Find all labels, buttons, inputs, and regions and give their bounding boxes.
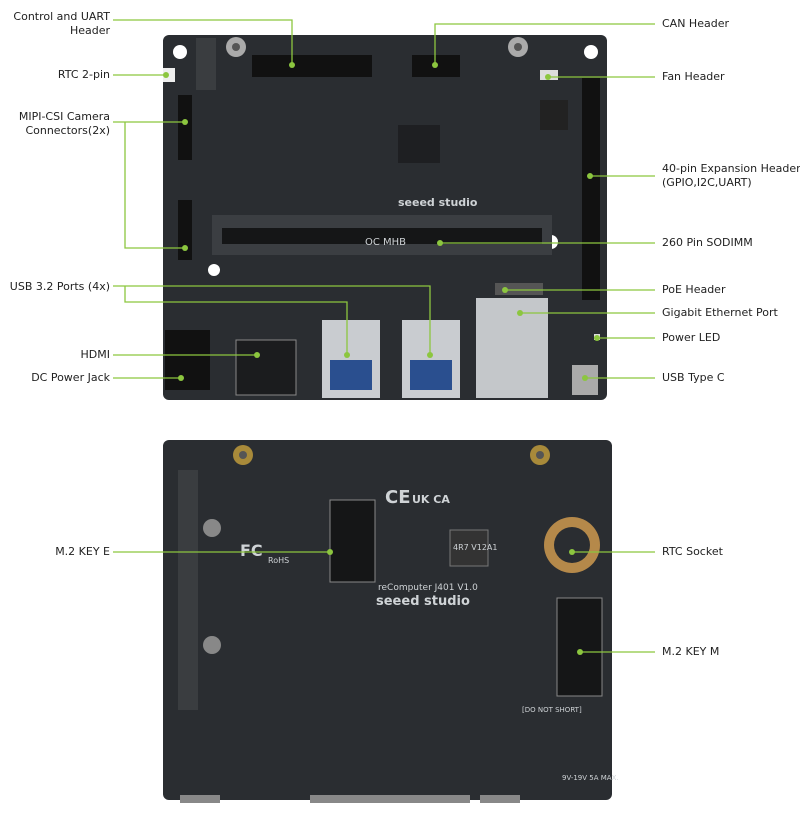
m2-key-e-slot <box>329 499 376 583</box>
m2-key-m-slot <box>556 597 603 697</box>
label-can-header: CAN Header <box>662 17 729 31</box>
label-m2-key-m: M.2 KEY M <box>662 645 719 659</box>
label-power-led: Power LED <box>662 331 720 345</box>
label-dc-power-jack: DC Power Jack <box>31 371 110 385</box>
rohs-mark: RoHS <box>268 556 289 565</box>
ce-mark: CE <box>385 487 411 508</box>
power-rating-silk: 9V-19V 5A MAX. <box>562 774 619 782</box>
hdmi-port <box>235 339 297 396</box>
expansion-header-40pin <box>582 78 600 300</box>
label-ethernet: Gigabit Ethernet Port <box>662 306 778 320</box>
mipi-csi-connector-2 <box>178 200 192 260</box>
label-line: CAN Header <box>662 17 729 30</box>
mipi-csi-connector-1 <box>178 95 192 160</box>
label-line: PoE Header <box>662 283 726 296</box>
label-line: Power LED <box>662 331 721 344</box>
label-40pin-header: 40-pin Expansion Header(GPIO,I2C,UART) <box>662 162 800 190</box>
label-line: Control and UART <box>13 10 110 23</box>
label-rtc-socket: RTC Socket <box>662 545 723 559</box>
label-line: Gigabit Ethernet Port <box>662 306 778 319</box>
label-line: RTC Socket <box>662 545 723 558</box>
label-line: HDMI <box>80 348 110 361</box>
label-line: 40-pin Expansion Header <box>662 162 800 175</box>
label-sodimm: 260 Pin SODIMM <box>662 236 753 250</box>
inductor-silk: 4R7 V12A1 <box>453 543 498 552</box>
label-line: DC Power Jack <box>31 371 110 384</box>
label-line: (GPIO,I2C,UART) <box>662 176 752 189</box>
label-line: Connectors(2x) <box>25 124 110 137</box>
label-rtc-2pin: RTC 2-pin <box>58 68 110 82</box>
label-fan-header: Fan Header <box>662 70 725 84</box>
ethernet-port <box>476 298 548 398</box>
sodimm-silk: OC MHB <box>365 237 406 248</box>
do-not-short-silk: [DO NOT SHORT] <box>522 706 582 714</box>
top-board: OC MHB seeed studio <box>163 35 607 400</box>
ukca-mark: UK CA <box>412 493 450 506</box>
fc-mark: FC <box>240 541 263 560</box>
model-silk: reComputer J401 V1.0 <box>378 583 478 593</box>
label-poe-header: PoE Header <box>662 283 725 297</box>
label-line: M.2 KEY M <box>662 645 720 658</box>
label-m2-key-e: M.2 KEY E <box>55 545 110 559</box>
leader-dots <box>163 62 600 655</box>
brand-silk-bottom: seeed studio <box>376 594 470 609</box>
label-hdmi: HDMI <box>81 348 110 362</box>
label-line: RTC 2-pin <box>57 68 110 81</box>
label-line: Header <box>69 24 110 37</box>
label-usb-c: USB Type C <box>662 371 725 385</box>
control-uart-header <box>252 55 372 77</box>
label-usb-ports: USB 3.2 Ports (4x) <box>10 280 110 294</box>
label-line: USB Type C <box>662 371 725 384</box>
dc-power-jack <box>165 330 210 390</box>
label-line: MIPI-CSI Camera <box>18 110 110 123</box>
label-line: Fan Header <box>662 70 725 83</box>
label-line: USB 3.2 Ports (4x) <box>9 280 110 293</box>
brand-silk-top: seeed studio <box>398 196 478 209</box>
leader-lines <box>113 19 655 653</box>
label-line: 260 Pin SODIMM <box>662 236 753 249</box>
bottom-board: 4R7 V12A1 CE UK CA FC RoHS reComputer J4… <box>163 440 619 803</box>
label-line: M.2 KEY E <box>55 545 110 558</box>
